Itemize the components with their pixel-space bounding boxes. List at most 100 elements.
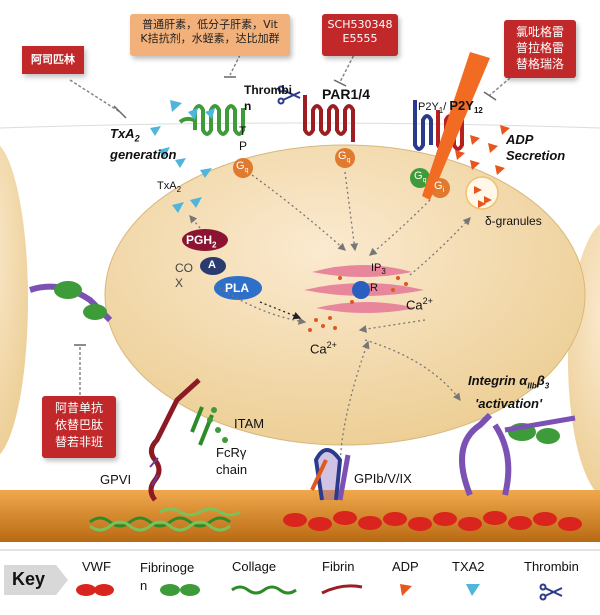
p2y1-receptor — [413, 100, 433, 151]
integrin-receptor — [459, 412, 576, 497]
drug-anticoag-line1: 普通肝素，低分子肝素，Vit — [142, 18, 278, 31]
key-thrombin: Thrombin — [524, 559, 579, 574]
gpib-text: GPIb/V/IX — [354, 471, 412, 486]
gq-sub-tp: q — [244, 167, 249, 175]
gq-label-tp: Gq — [236, 160, 248, 174]
adp-secretion-text-2: Secretion — [506, 148, 566, 163]
gq-label-par: Gq — [338, 150, 350, 164]
txa2-label: TxA2 — [157, 180, 181, 194]
ca2-left-text: Ca — [310, 341, 327, 357]
key-panel — [0, 550, 600, 615]
key-symbol-fibrin — [321, 584, 363, 595]
gq-sub-p2y1: q — [422, 177, 427, 185]
a-text: A — [208, 259, 216, 271]
r-label: R — [370, 282, 378, 294]
drug-p2y12-line3: 替格瑞洛 — [515, 57, 564, 71]
gpib-complex — [313, 448, 343, 501]
activation-text: 'activation' — [475, 395, 543, 411]
key-adp-text: ADP — [392, 559, 419, 574]
gpvi-text: GPVI — [100, 472, 132, 487]
drug-box-anticoagulants: 普通肝素，低分子肝素，Vit K拮抗剂，水蛭素，达比加群 — [130, 14, 290, 56]
gq-text-p2y1: G — [414, 170, 423, 182]
drug-box-p2y12-inhibitors: 氯吡格雷 普拉格雷 替格瑞洛 — [504, 20, 576, 78]
drug-anticoag-line2: K拮抗剂，水蛭素，达比加群 — [140, 32, 280, 45]
integrin-sub: IIb — [527, 381, 537, 391]
r-text: R — [370, 282, 378, 294]
gq-text-par: G — [338, 150, 347, 162]
key-title: Key — [12, 569, 45, 590]
key-symbol-adp — [400, 584, 412, 596]
gpvi-receptor — [148, 378, 201, 502]
pgh2-enzyme — [182, 229, 228, 251]
ip3-text: IP — [371, 262, 382, 274]
key-symbol-txa2 — [466, 584, 480, 596]
txa2-gen-sub: 2 — [134, 133, 140, 144]
drug-p2y12-line2: 普拉格雷 — [515, 41, 564, 55]
gq-label-p2y1: Gq — [414, 170, 426, 184]
gi-label: Gi — [434, 180, 444, 194]
fcr-text-1: FcRγ — [216, 445, 247, 460]
ca2-right-text: Ca — [406, 297, 423, 313]
txa2-generation-label: TxA2 generation — [110, 126, 176, 163]
side-platelet-left — [0, 145, 28, 455]
drug-par1-line1: SCH530348 — [327, 18, 393, 31]
drug-aspirin-text: 阿司匹林 — [31, 53, 75, 66]
adp-beam — [422, 52, 490, 200]
gi-sub: i — [442, 187, 445, 195]
gq-protein-par — [335, 148, 355, 168]
key-symbol-vwf — [76, 584, 114, 596]
tp-receptor — [193, 104, 245, 136]
key-txa2: TXA2 — [452, 559, 485, 574]
key-symbol-fibrinogen — [160, 584, 200, 596]
key-fibrinogen-text-1: Fibrinoge — [140, 560, 195, 575]
key-collagen-text: Collage — [232, 559, 277, 574]
gpib-label: GPIb/V/IX — [354, 471, 412, 486]
ip3-receptor — [352, 281, 370, 299]
delta-granules-label: δ-granules — [485, 214, 542, 228]
drug-gp2b3a-line3: 替若非班 — [54, 435, 103, 449]
p2y12-text: P2Y — [449, 98, 474, 113]
thrombin-scissors — [277, 85, 301, 105]
key-symbol-thrombin — [539, 583, 563, 601]
gq-sub-par: q — [346, 157, 351, 165]
ca2-left-sup: 2+ — [326, 340, 337, 350]
ca2-right-sup: 2+ — [422, 296, 433, 306]
gq-protein-tp — [233, 158, 253, 178]
key-thrombin-text: Thrombin — [524, 559, 579, 574]
thrombin-text-1: Thrombi — [244, 83, 292, 97]
cox-text-1: CO — [175, 261, 193, 275]
key-fibrinogen-text-2: n — [140, 578, 148, 593]
drug-box-aspirin: 阿司匹林 — [22, 46, 84, 74]
drug-box-par1-antagonists: SCH530348 E5555 — [322, 14, 398, 56]
par-label: PAR1/4 — [322, 86, 370, 102]
gi-text: G — [434, 180, 443, 192]
thrombin-text-2: n — [244, 99, 252, 113]
ip3-sub: 3 — [381, 267, 386, 277]
adp-molecules — [455, 125, 510, 175]
cox-text-2: X — [175, 276, 184, 290]
pla-label: PLA — [225, 281, 249, 295]
itam-text: ITAM — [234, 416, 265, 431]
aa-oval — [200, 257, 226, 275]
gq-text-tp: G — [236, 160, 245, 172]
drug-gp2b3a-line2: 依替巴肽 — [54, 418, 103, 432]
drug-par1-line2: E5555 — [342, 32, 378, 45]
txa2-gen-text-2: generation — [110, 146, 177, 162]
integrin-text-1: Integrin α — [468, 373, 528, 388]
ip3-label: IP3 — [371, 262, 386, 276]
p2y12-sub: 12 — [473, 106, 483, 116]
tp-p: P — [239, 139, 248, 153]
txa2-text: TxA — [157, 180, 177, 192]
par-text: PAR1/4 — [322, 86, 370, 102]
key-collagen: Collage — [232, 559, 276, 574]
key-title-text: Key — [12, 569, 46, 589]
gpvi-label: GPVI — [100, 472, 131, 487]
p2y1-sub: 1 — [438, 106, 444, 116]
a-label: A — [208, 259, 216, 271]
vwf-chain — [283, 511, 582, 531]
txa2-gen-text: TxA — [110, 126, 135, 141]
p2y-label: P2Y1/ P2Y12 — [418, 98, 483, 116]
